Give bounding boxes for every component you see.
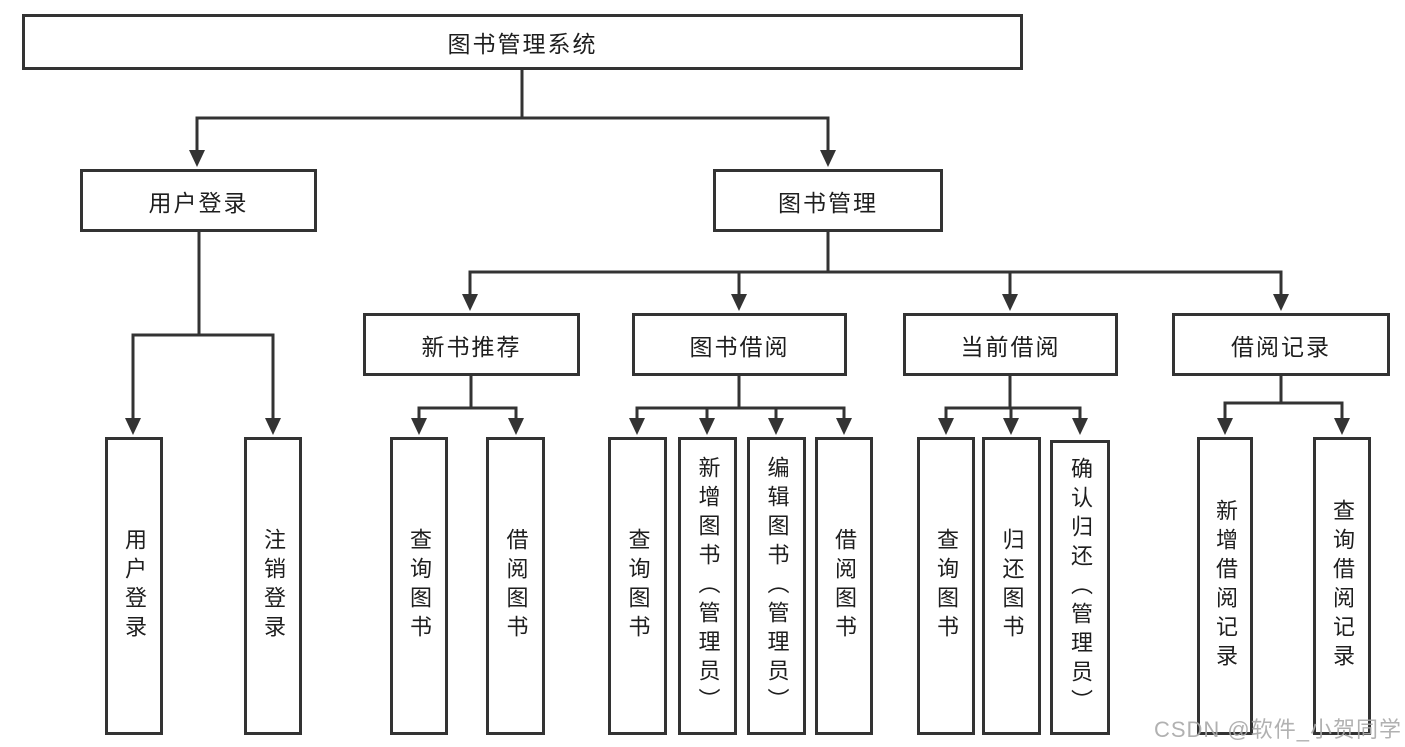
- leaf-query-borrow-record: 查询借阅记录: [1313, 437, 1371, 735]
- leaf-return-books: 归还图书: [982, 437, 1041, 735]
- leaf-add-borrow-record: 新增借阅记录: [1197, 437, 1253, 735]
- csdn-watermark: CSDN @软件_小贺同学: [1153, 717, 1402, 742]
- node-new-book-recommend: 新书推荐: [363, 313, 580, 376]
- leaf-confirm-return-admin: 确认归还（管理员）: [1050, 440, 1110, 735]
- leaf-edit-book-admin: 编辑图书（管理员）: [747, 437, 806, 735]
- leaf-add-book-admin: 新增图书（管理员）: [678, 437, 737, 735]
- leaf-borrow-books-recommend: 借阅图书: [486, 437, 545, 735]
- edge-lines: [131, 67, 1344, 421]
- leaf-logout: 注销登录: [244, 437, 302, 735]
- node-current-borrowing: 当前借阅: [903, 313, 1118, 376]
- leaf-user-login: 用户登录: [105, 437, 163, 735]
- leaf-query-books-current: 查询图书: [917, 437, 975, 735]
- leaf-query-books-borrowing: 查询图书: [608, 437, 667, 735]
- leaf-query-books-recommend: 查询图书: [390, 437, 448, 735]
- node-book-borrowing: 图书借阅: [632, 313, 847, 376]
- node-borrowing-records: 借阅记录: [1172, 313, 1390, 376]
- arrow-heads: [125, 150, 1350, 435]
- node-user-login: 用户登录: [80, 169, 317, 232]
- node-library-management-system: 图书管理系统: [22, 14, 1023, 70]
- node-book-management: 图书管理: [713, 169, 943, 232]
- leaf-borrow-books-borrowing: 借阅图书: [815, 437, 873, 735]
